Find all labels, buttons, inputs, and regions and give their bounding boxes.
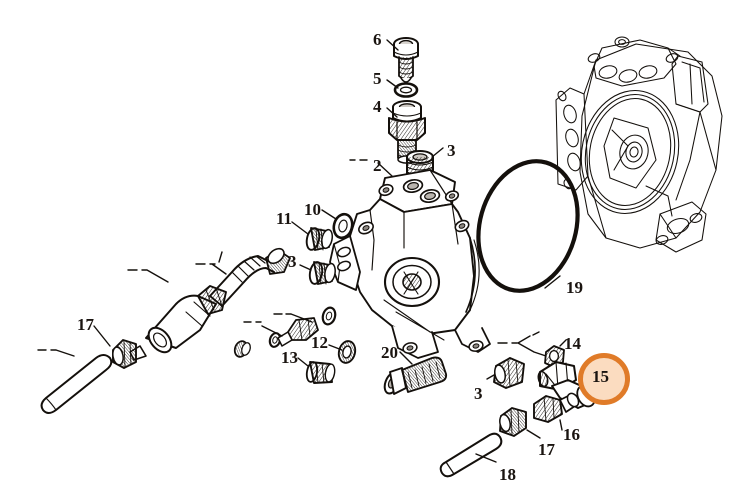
part-17-knurled-nut-bottom bbox=[499, 407, 527, 437]
leader-20 bbox=[399, 351, 413, 365]
callout-11: 11 bbox=[276, 209, 293, 228]
part-washer-small-a bbox=[233, 340, 251, 358]
callout-19: 19 bbox=[566, 278, 583, 297]
callout-15: 15 bbox=[592, 367, 609, 386]
part-18-metal-tube bbox=[439, 432, 503, 478]
part-20-socket-screw-long bbox=[383, 356, 448, 395]
leader-3-left bbox=[299, 264, 312, 271]
callout-3a: 3 bbox=[447, 141, 456, 160]
leader-6 bbox=[386, 39, 399, 51]
callout-2: 2 bbox=[373, 156, 382, 175]
part-13-flange-bolt bbox=[305, 361, 336, 384]
leader-3-bottom bbox=[486, 374, 495, 380]
callout-6: 6 bbox=[373, 30, 382, 49]
part-2-pump-body bbox=[329, 169, 491, 359]
callout-3b: 3 bbox=[288, 252, 297, 271]
pump-housing-right bbox=[555, 36, 723, 253]
callout-18: 18 bbox=[499, 465, 516, 484]
left-hose-filter-assembly bbox=[129, 247, 291, 361]
part-12-washer bbox=[337, 340, 357, 364]
callout-5: 5 bbox=[373, 69, 382, 88]
leader-12 bbox=[328, 344, 343, 351]
leader-2 bbox=[377, 162, 393, 177]
leader-17-left bbox=[93, 325, 111, 347]
dashed-leaders-left bbox=[37, 251, 227, 357]
leader-18 bbox=[475, 453, 497, 463]
callout-4: 4 bbox=[373, 97, 382, 116]
leader-14 bbox=[559, 339, 567, 347]
dashed-leader-body-to-14 bbox=[497, 331, 547, 357]
leader-19 bbox=[544, 275, 561, 289]
part-3-plug-left bbox=[308, 261, 336, 285]
leader-17-bottom bbox=[526, 429, 541, 439]
part-3-plug-bottom bbox=[493, 357, 525, 389]
part-6-socket-screw bbox=[393, 37, 419, 83]
leader-4 bbox=[386, 107, 398, 118]
part-19-large-o-ring bbox=[476, 159, 580, 293]
callout-16: 16 bbox=[563, 425, 580, 444]
leader-13 bbox=[297, 357, 309, 367]
callout-17b: 17 bbox=[538, 440, 555, 459]
part-o-ring-above-12 bbox=[321, 306, 337, 326]
callout-3c: 3 bbox=[474, 384, 483, 403]
leader-16 bbox=[559, 419, 563, 431]
part-5-o-ring bbox=[393, 82, 419, 98]
callout-13: 13 bbox=[281, 348, 298, 367]
callout-12: 12 bbox=[311, 333, 328, 352]
leader-10 bbox=[321, 209, 337, 220]
dashed-leaders-small-parts bbox=[243, 313, 313, 337]
left-metal-tube bbox=[40, 354, 113, 414]
highlight-circle-15 bbox=[578, 353, 630, 405]
callout-14: 14 bbox=[564, 334, 581, 353]
leader-3-top bbox=[431, 147, 444, 158]
callout-10: 10 bbox=[304, 200, 321, 219]
callout-17a: 17 bbox=[77, 315, 94, 334]
part-10-o-ring bbox=[332, 212, 354, 240]
callout-20: 20 bbox=[381, 343, 398, 362]
part-17-knurled-nut-left bbox=[112, 339, 137, 369]
part-16-banjo-fitting bbox=[533, 392, 580, 423]
part-11-bushing bbox=[305, 227, 334, 251]
part-4-hex-adapter bbox=[388, 100, 426, 164]
leader-5 bbox=[386, 79, 399, 89]
leader-11 bbox=[291, 221, 309, 235]
